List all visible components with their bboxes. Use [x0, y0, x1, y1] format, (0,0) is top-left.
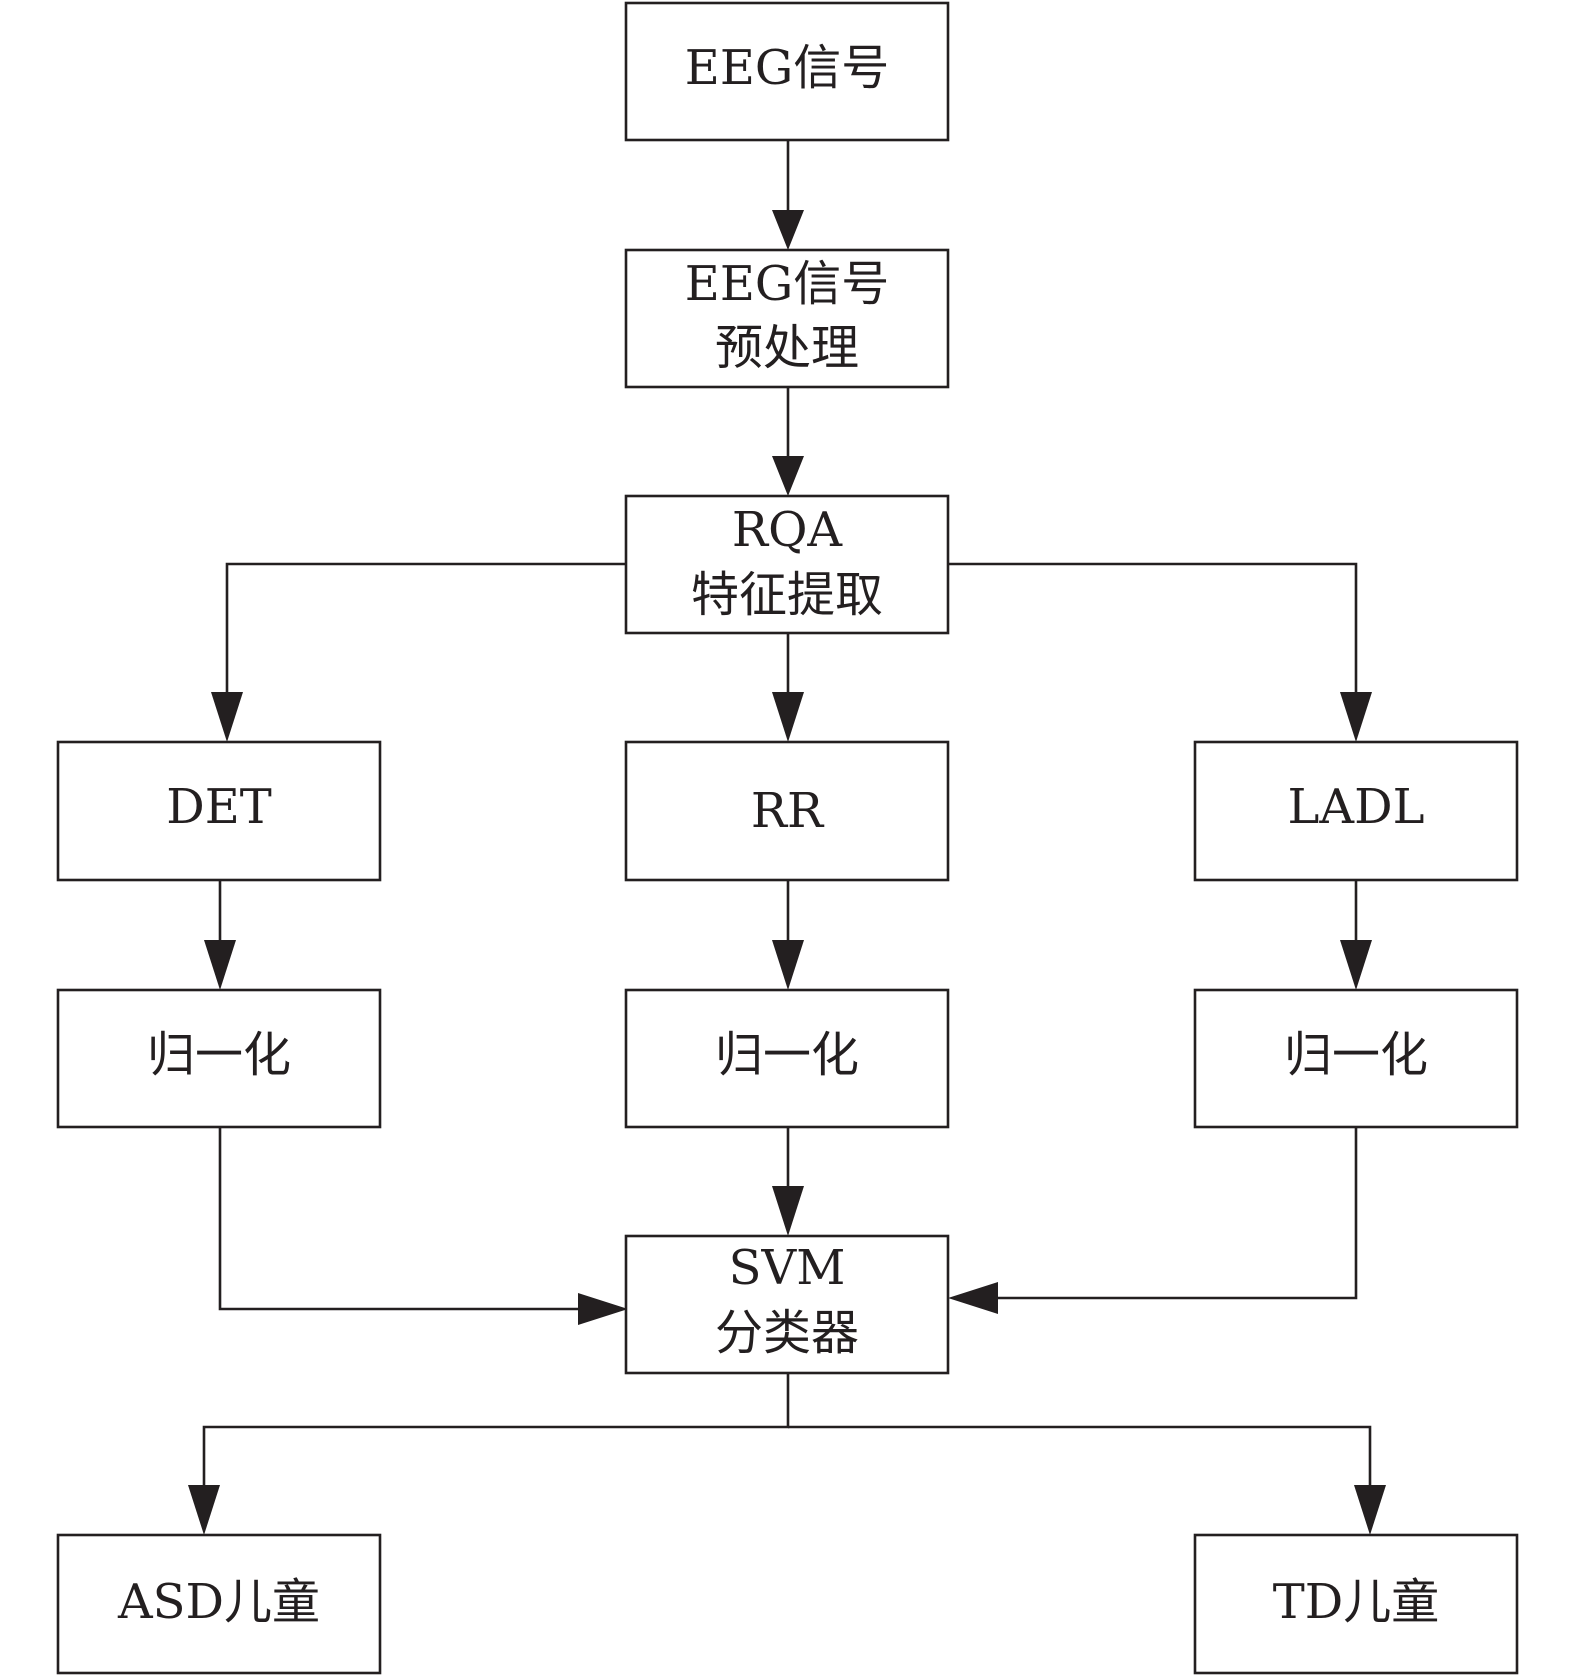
- edge-rqa-feature-extraction-to-det: [225, 562, 626, 694]
- arrowhead-left-svm-from-ladl: [948, 1282, 998, 1314]
- arrowhead-down-ladl: [1340, 692, 1372, 742]
- node-ladl: LADL: [1193, 740, 1519, 882]
- node-det: DET: [56, 740, 382, 882]
- node-svm-classifier: SVM 分类器: [624, 1234, 950, 1375]
- arrowhead-down-eeg-preprocess: [772, 210, 804, 250]
- edge-normalize-det-to-svm-classifier: [218, 1127, 580, 1311]
- arrowhead-down-normalize-det: [204, 940, 236, 990]
- node-label-line-2: 特征提取: [691, 567, 883, 623]
- node-rr: RR: [624, 740, 950, 882]
- edge-normalize-ladl-to-svm-classifier: [996, 1127, 1358, 1300]
- node-label: RR: [751, 783, 825, 839]
- node-label: DET: [166, 779, 272, 835]
- node-label-line-2: 预处理: [715, 320, 859, 376]
- node-label: EEG信号: [685, 40, 889, 96]
- edge-rqa-feature-extraction-to-ladl: [948, 562, 1358, 694]
- arrowhead-down-normalize-rr: [772, 940, 804, 990]
- node-asd-children: ASD儿童: [56, 1533, 382, 1675]
- node-normalize-ladl: 归一化: [1193, 988, 1519, 1129]
- arrowhead-down-svm-from-rr: [772, 1186, 804, 1236]
- arrowhead-down-normalize-ladl: [1340, 940, 1372, 990]
- edge-svm-classifier-to-td-children: [788, 1425, 1372, 1488]
- node-label: ASD儿童: [117, 1574, 320, 1630]
- node-normalize-rr: 归一化: [624, 988, 950, 1129]
- arrowhead-down-rqa-feature-extraction: [772, 456, 804, 496]
- arrowheads: [188, 210, 1386, 1535]
- node-label: 归一化: [147, 1027, 291, 1083]
- node-rqa-feature-extraction: RQA 特征提取: [624, 494, 950, 635]
- arrowhead-down-rr: [772, 692, 804, 742]
- node-eeg-preprocess: EEG信号 预处理: [624, 248, 950, 389]
- arrowhead-right-svm-from-det: [578, 1293, 628, 1325]
- arrowhead-down-det: [211, 692, 243, 742]
- node-eeg-signal: EEG信号: [624, 1, 950, 142]
- node-td-children: TD儿童: [1193, 1533, 1519, 1675]
- node-label: 归一化: [715, 1027, 859, 1083]
- node-normalize-det: 归一化: [56, 988, 382, 1129]
- node-label: TD儿童: [1273, 1574, 1440, 1630]
- arrowhead-down-td-children: [1354, 1485, 1386, 1535]
- node-label: 归一化: [1284, 1027, 1428, 1083]
- node-label-line-1: RQA: [732, 502, 843, 558]
- edges: [202, 140, 1372, 1488]
- arrowhead-down-asd-children: [188, 1485, 220, 1535]
- node-label-line-1: SVM: [729, 1240, 846, 1296]
- node-label-line-2: 分类器: [715, 1305, 859, 1361]
- edge-svm-classifier-to-asd-children: [202, 1373, 790, 1488]
- node-label: LADL: [1288, 779, 1425, 835]
- node-label-line-1: EEG信号: [685, 256, 889, 312]
